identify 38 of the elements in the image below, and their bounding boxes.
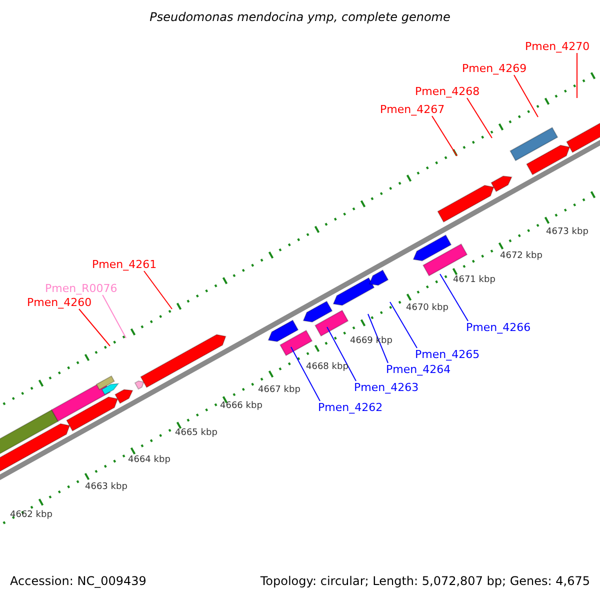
leader-line bbox=[326, 326, 356, 382]
scale-label: 4666 kbp bbox=[220, 401, 262, 411]
gene-label: Pmen_4264 bbox=[386, 363, 451, 376]
scale-label: 4665 kbp bbox=[175, 428, 218, 438]
leader-line bbox=[432, 116, 458, 156]
gene-label: Pmen_4268 bbox=[415, 85, 480, 98]
gene-label: Pmen_4267 bbox=[380, 103, 445, 116]
gene-label: Pmen_4270 bbox=[525, 40, 590, 53]
footer-text: Topology: circular; Length: 5,072,807 bp; Genes: 4,675 bbox=[260, 574, 590, 588]
leader-line bbox=[368, 314, 388, 364]
scale-label: 4662 kbp bbox=[10, 510, 52, 520]
gene-label: Pmen_4269 bbox=[462, 62, 527, 75]
scale-label: 4664 kbp bbox=[128, 455, 170, 465]
title: Pseudomonas mendocina ymp, complete genome bbox=[148, 10, 452, 24]
leader-line bbox=[102, 294, 126, 338]
scale-label: 4672 kbp bbox=[500, 251, 542, 261]
leader-line bbox=[514, 74, 538, 118]
gene-label: Pmen_4265 bbox=[415, 348, 480, 361]
gene-label: Pmen_4263 bbox=[354, 381, 419, 394]
leader-line bbox=[290, 346, 320, 402]
scale-label: 4668 kbp bbox=[306, 362, 348, 372]
scale-label: 4663 kbp bbox=[85, 482, 128, 492]
leader-line bbox=[440, 274, 468, 322]
leader-line bbox=[78, 308, 110, 346]
gene-label: Pmen_4260 bbox=[27, 296, 92, 309]
scale-label: 4673 kbp bbox=[546, 227, 588, 237]
gene-label: Pmen_4266 bbox=[466, 321, 531, 334]
gene-label: Pmen_4262 bbox=[318, 401, 383, 414]
footer-text: Accession: NC_009439 bbox=[10, 574, 146, 588]
scale-label: 4667 kbp bbox=[258, 385, 300, 395]
gene-label: Pmen_R0076 bbox=[45, 282, 118, 295]
leader-line bbox=[466, 98, 492, 138]
leader-line bbox=[390, 302, 418, 348]
leader-line bbox=[144, 270, 172, 310]
gene-label: Pmen_4261 bbox=[92, 258, 157, 271]
scale-label: 4671 kbp bbox=[453, 275, 496, 285]
leader-line bbox=[576, 52, 578, 98]
scale-label: 4670 kbp bbox=[406, 303, 448, 313]
